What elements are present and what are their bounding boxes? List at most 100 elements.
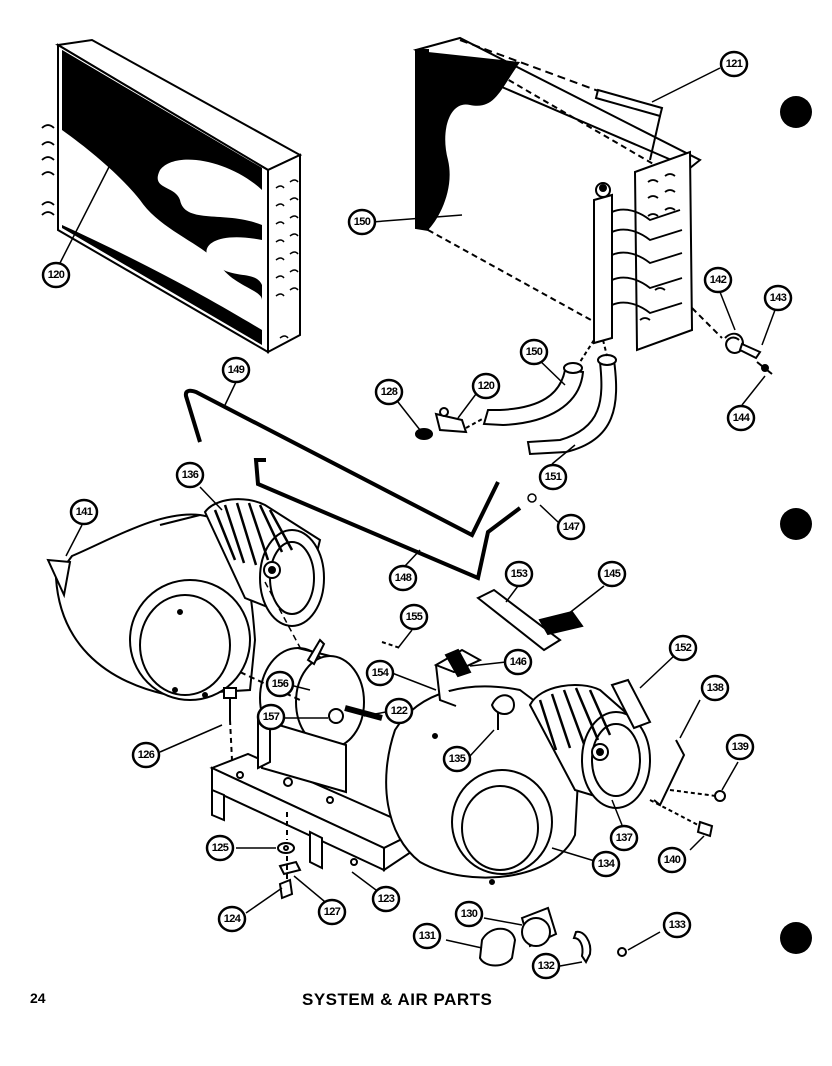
leader-line (469, 729, 495, 757)
callout-152: 152 (668, 634, 698, 662)
drain-tubes (183, 388, 537, 581)
svg-text:140: 140 (664, 854, 681, 866)
leader-line (551, 444, 576, 465)
callout-125: 125 (205, 834, 235, 862)
leader-line (559, 961, 583, 967)
svg-text:127: 127 (324, 906, 341, 918)
callout-150-coil: 150 (347, 208, 377, 236)
motor-mount-base (209, 710, 423, 872)
svg-text:153: 153 (511, 568, 528, 580)
callout-144: 144 (726, 404, 756, 432)
svg-text:145: 145 (604, 568, 621, 580)
svg-text:149: 149 (228, 364, 245, 376)
callout-128: 128 (374, 378, 404, 406)
binder-hole-bottom (780, 922, 812, 954)
svg-text:120: 120 (48, 269, 65, 281)
svg-text:139: 139 (732, 741, 749, 753)
svg-text:152: 152 (675, 642, 692, 654)
callout-145: 145 (597, 560, 627, 588)
leader-line (397, 401, 421, 431)
leader-line (245, 887, 283, 914)
evaporator-coil-right (412, 36, 702, 352)
leader-line (404, 549, 421, 567)
callout-132: 132 (531, 952, 561, 980)
left-blower-housing (46, 513, 257, 701)
svg-text:141: 141 (76, 506, 93, 518)
callout-140: 140 (657, 846, 687, 874)
leader-line (59, 164, 111, 264)
callout-156: 156 (265, 670, 295, 698)
leader-line (363, 711, 387, 717)
svg-text:150: 150 (526, 346, 543, 358)
svg-text:120: 120 (478, 380, 495, 392)
leader-line (721, 761, 739, 791)
svg-text:154: 154 (372, 667, 390, 679)
callout-147: 147 (556, 513, 586, 541)
svg-text:151: 151 (545, 471, 562, 483)
binder-hole-middle (780, 508, 812, 540)
leader-line (293, 875, 331, 907)
leader-line (371, 214, 463, 223)
svg-text:157: 157 (263, 711, 280, 723)
leader-line (469, 661, 507, 667)
callout-134: 134 (591, 850, 621, 878)
callout-153: 153 (504, 560, 534, 588)
leader-line (351, 871, 381, 894)
leader-line (65, 524, 83, 557)
callout-151: 151 (538, 463, 568, 491)
callout-131: 131 (412, 922, 442, 950)
callout-143: 143 (763, 284, 793, 312)
callout-130: 130 (454, 900, 484, 928)
callout-121: 121 (719, 50, 749, 78)
svg-text:144: 144 (733, 412, 751, 424)
svg-text:155: 155 (406, 611, 423, 623)
svg-text:137: 137 (616, 832, 633, 844)
leader-line (567, 585, 605, 615)
callout-148: 148 (388, 564, 418, 592)
leader-line (689, 835, 705, 851)
svg-text:135: 135 (449, 753, 466, 765)
valve-assembly (415, 407, 485, 440)
seal-strips (476, 588, 584, 652)
callout-127: 127 (317, 898, 347, 926)
leader-line (761, 309, 776, 346)
svg-text:134: 134 (598, 858, 616, 870)
svg-text:143: 143 (770, 292, 787, 304)
callout-133: 133 (662, 911, 692, 939)
leader-line (159, 724, 223, 753)
callout-141: 141 (69, 498, 99, 526)
svg-text:142: 142 (710, 274, 727, 286)
leader-line (679, 699, 701, 739)
leader-line (741, 375, 766, 406)
wheel-hardware (649, 789, 726, 838)
leader-line (483, 917, 523, 926)
callout-124: 124 (217, 905, 247, 933)
housing-bracket (381, 641, 472, 678)
svg-text:133: 133 (669, 919, 686, 931)
svg-text:122: 122 (391, 705, 408, 717)
svg-text:147: 147 (563, 521, 580, 533)
leader-line (639, 654, 676, 689)
callout-154: 154 (365, 659, 395, 687)
callout-149-top: 149 (221, 356, 251, 384)
svg-text:124: 124 (224, 913, 242, 925)
callout-122: 122 (384, 697, 414, 725)
right-blower-wheel (528, 678, 686, 809)
callout-137: 137 (609, 824, 639, 852)
callout-138: 138 (700, 674, 730, 702)
leader-line (397, 629, 413, 649)
leader-line (627, 931, 661, 951)
leader-line (199, 486, 223, 511)
svg-text:146: 146 (510, 656, 527, 668)
callout-155: 155 (399, 603, 429, 631)
leader-line (505, 585, 519, 603)
callout-120-coil: 120 (41, 261, 71, 289)
left-blower-wheel (203, 498, 325, 627)
callout-123: 123 (371, 885, 401, 913)
callout-157: 157 (256, 703, 286, 731)
suction-discharge-tubes (482, 339, 618, 456)
right-blower-housing (385, 648, 580, 885)
leader-line (651, 67, 721, 103)
svg-text:156: 156 (272, 678, 289, 690)
capacitor-parts (478, 906, 627, 967)
